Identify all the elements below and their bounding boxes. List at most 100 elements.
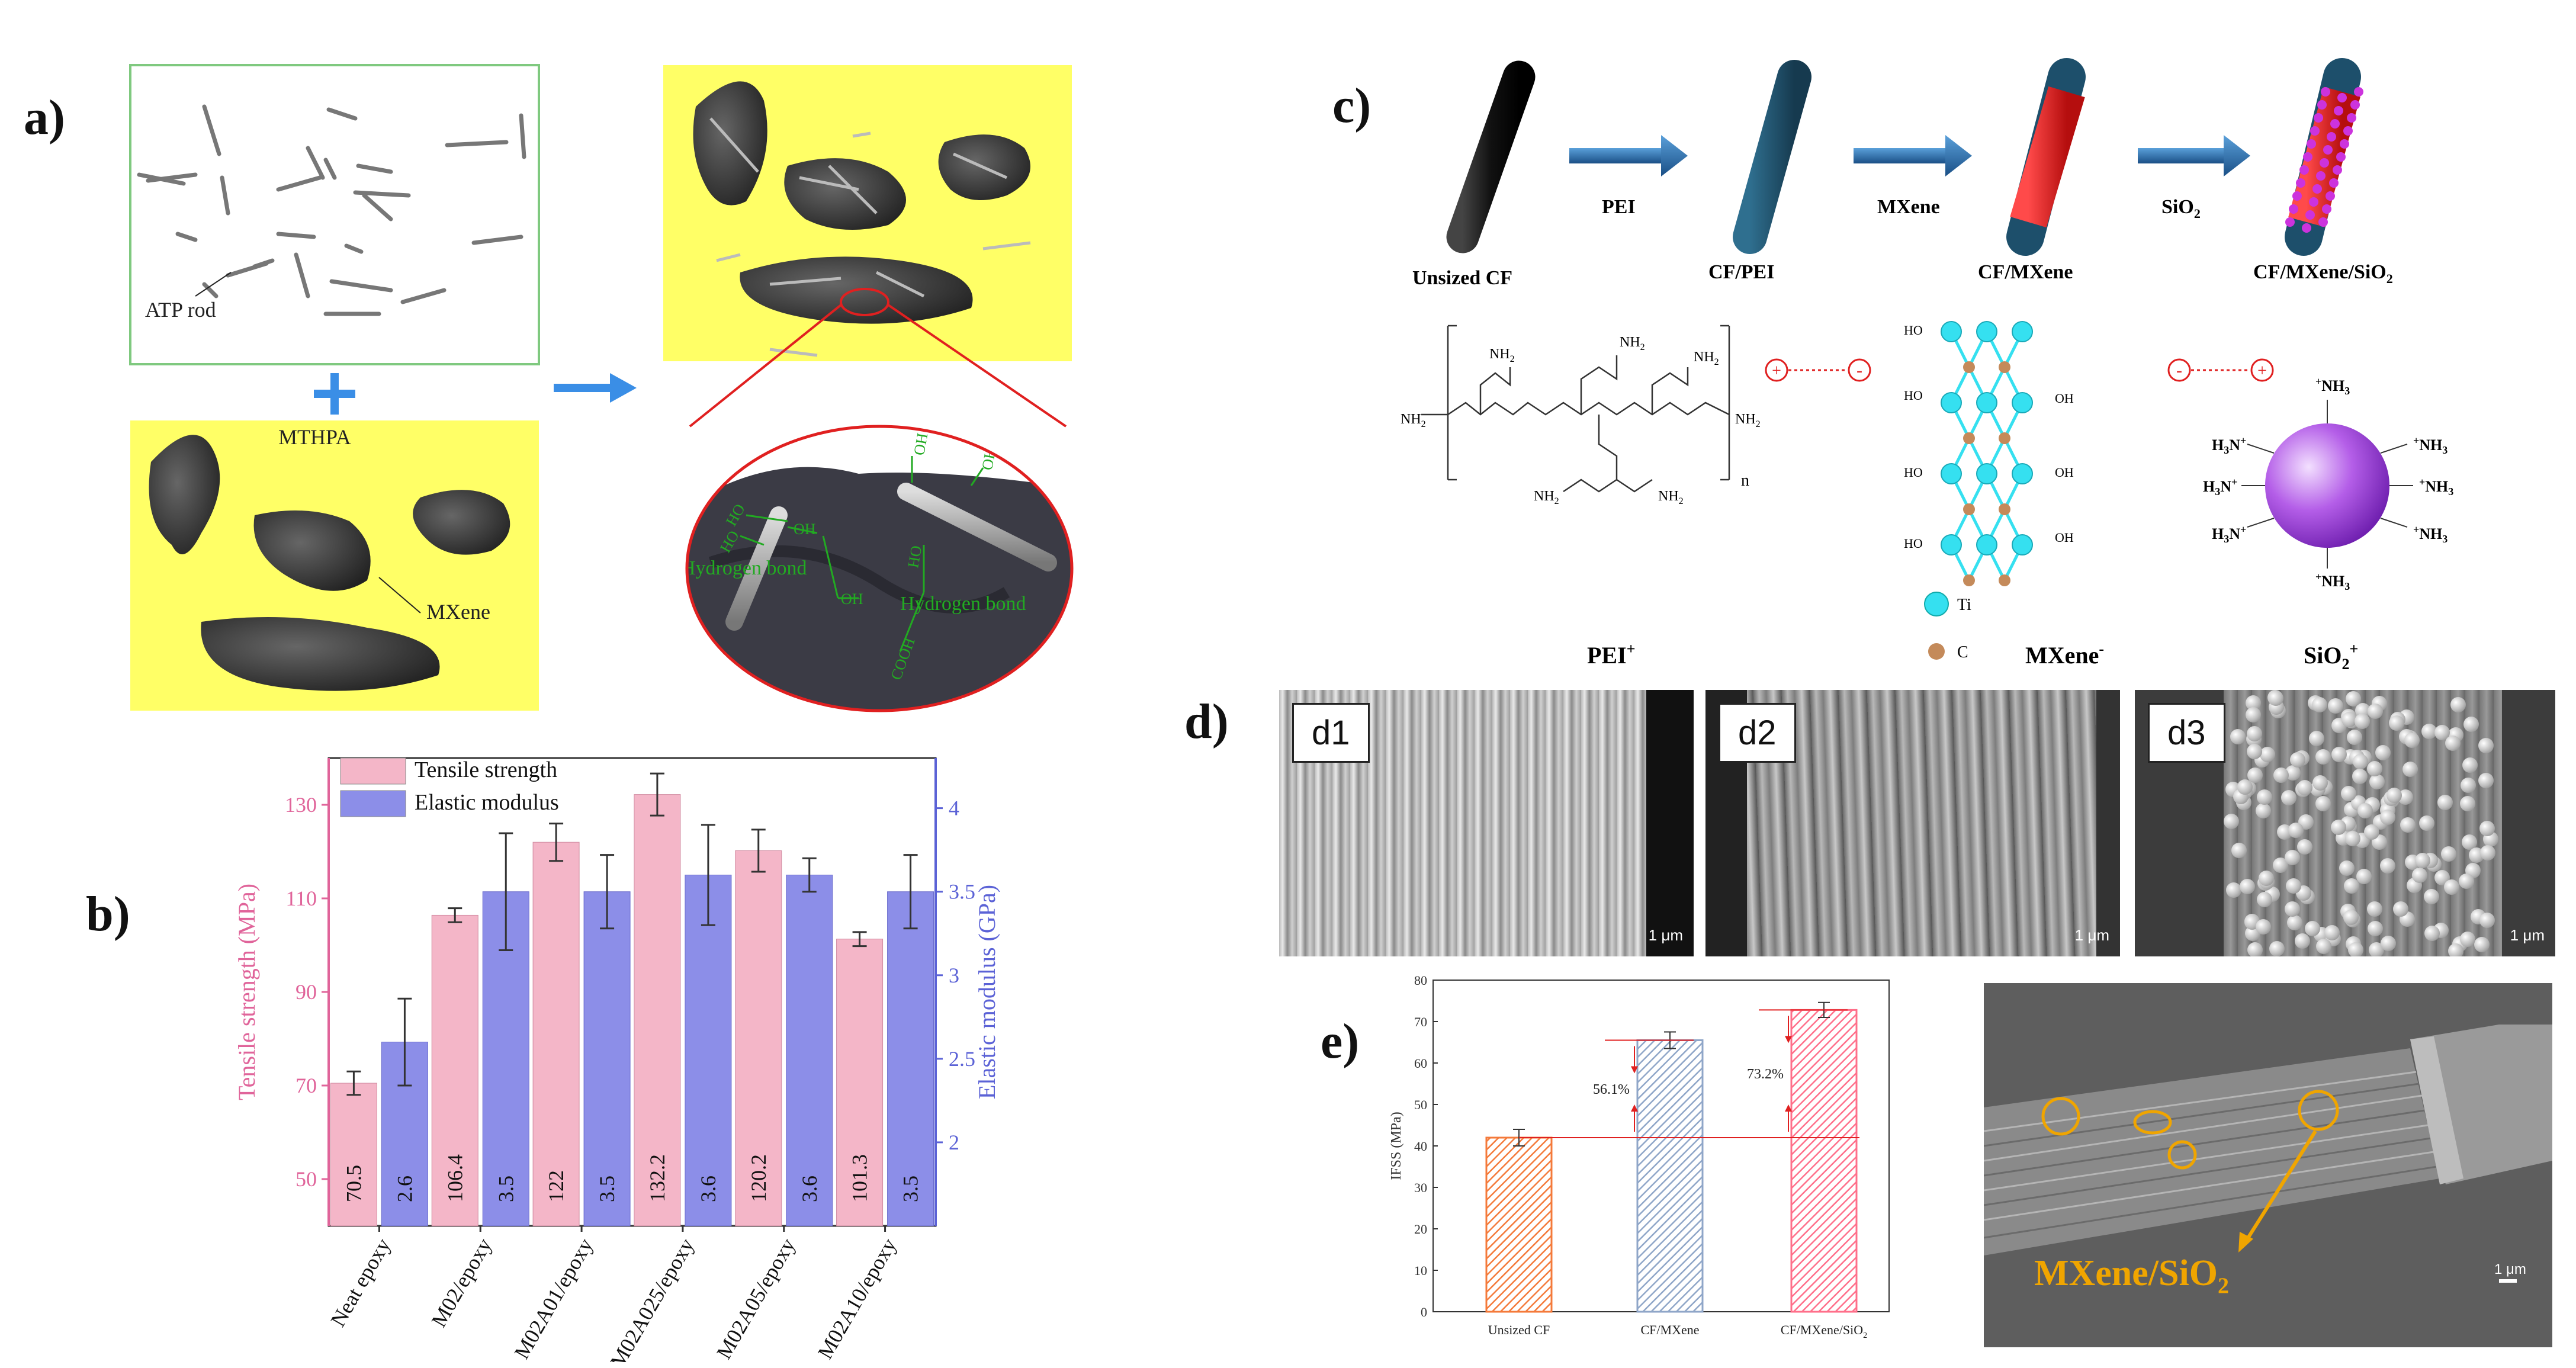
data-label-tensile: 122 bbox=[544, 1170, 568, 1202]
sio2-nanoparticle bbox=[2330, 820, 2346, 836]
bar-elastic-modulus bbox=[583, 891, 631, 1226]
sio2-sphere bbox=[2265, 423, 2389, 548]
panel-letter-c: c) bbox=[1332, 78, 1371, 133]
bar-tensile-strength bbox=[634, 794, 681, 1226]
increment-label: 73.2% bbox=[1747, 1067, 1784, 1082]
nh3-label: +NH3 bbox=[2413, 524, 2447, 545]
sio2-particle bbox=[2321, 87, 2330, 97]
sio2-nanoparticle bbox=[2331, 746, 2347, 762]
errorbar-tensile bbox=[650, 772, 664, 817]
sem-image-d2: d2 1 μm bbox=[1705, 690, 2120, 956]
sio2-nanoparticle bbox=[2440, 846, 2456, 862]
fiber-label-unsized: Unsized CF bbox=[1412, 267, 1512, 289]
data-label-tensile: 106.4 bbox=[443, 1154, 467, 1202]
bar-ifss bbox=[1485, 1136, 1553, 1313]
titanium-atom bbox=[2012, 463, 2033, 484]
sio2-nanoparticle bbox=[2259, 870, 2275, 886]
carbon-atom bbox=[1999, 361, 2010, 373]
sio2-nanoparticle bbox=[2225, 882, 2241, 898]
sio2-nanoparticle bbox=[2312, 775, 2328, 791]
tick-label-e: 10 bbox=[1414, 1263, 1427, 1278]
category-label-e: CF/MXene bbox=[1641, 1322, 1700, 1337]
tick-label-e: 80 bbox=[1414, 974, 1427, 988]
sio2-nanoparticle bbox=[2256, 803, 2272, 819]
titanium-atom bbox=[1941, 321, 1962, 342]
sio2-nanoparticle bbox=[2311, 696, 2327, 712]
sio2-particle bbox=[2320, 158, 2329, 168]
svg-text:-: - bbox=[1856, 361, 1862, 380]
sio2-nanoparticle bbox=[2412, 868, 2428, 884]
tick-label-left: 90 bbox=[295, 980, 317, 1004]
panel-letter-e: e) bbox=[1321, 1014, 1360, 1069]
data-label-modulus: 3.5 bbox=[899, 1176, 923, 1202]
legend-label: Elastic modulus bbox=[415, 790, 559, 815]
sio2-nanoparticle bbox=[2346, 691, 2362, 707]
svg-text:OH: OH bbox=[910, 432, 931, 457]
data-label-tensile: 70.5 bbox=[342, 1165, 365, 1202]
sio2-nanoparticle bbox=[2260, 747, 2276, 763]
sio2-nanoparticle bbox=[2224, 814, 2240, 830]
sio2-nanoparticle bbox=[2287, 915, 2303, 931]
bar-ifss bbox=[1636, 1039, 1704, 1313]
legend-c-icon bbox=[1928, 643, 1945, 660]
sio2-particle bbox=[2316, 171, 2326, 181]
bar-tensile-strength bbox=[735, 850, 782, 1226]
tick-label-left: 130 bbox=[285, 793, 317, 817]
sio2-nanoparticle bbox=[2462, 757, 2478, 773]
sio2-nanoparticle bbox=[2459, 874, 2475, 889]
label-pei-plus: PEI+ bbox=[1587, 640, 1636, 669]
carbon-atom bbox=[1999, 503, 2010, 515]
scale-d3: 1 μm bbox=[2510, 926, 2545, 944]
step-label-sio2: SiO2 bbox=[2161, 196, 2201, 221]
errorbar-tensile bbox=[549, 823, 564, 862]
sio2-nanoparticle bbox=[2450, 697, 2466, 713]
sio2-particle bbox=[2289, 204, 2298, 214]
sio2-nanoparticle bbox=[2347, 730, 2363, 746]
sio2-nanoparticle bbox=[2305, 921, 2321, 937]
mxene-lattice bbox=[1941, 321, 2033, 586]
fiber-cf-mxene bbox=[2006, 58, 2086, 256]
sio2-particle bbox=[2312, 184, 2322, 194]
category-label: M02A01/epoxy bbox=[509, 1234, 598, 1362]
pei-n: n bbox=[1741, 471, 1749, 490]
tick-label-e: 0 bbox=[1421, 1305, 1427, 1319]
data-label-tensile: 132.2 bbox=[645, 1154, 669, 1202]
legend-ti: Ti bbox=[1957, 596, 1971, 614]
increment-arrowhead bbox=[1631, 1066, 1638, 1074]
sio2-particle bbox=[2327, 132, 2336, 142]
legend-label: Tensile strength bbox=[415, 757, 557, 782]
sio2-nanoparticle bbox=[2379, 858, 2395, 874]
svg-text:OH: OH bbox=[2055, 530, 2074, 545]
scale-d1: 1 μm bbox=[1648, 926, 1683, 944]
sio2-particle bbox=[2354, 87, 2363, 97]
mxene-sheets-a bbox=[149, 435, 510, 691]
fiber-cf-pei bbox=[1733, 60, 1811, 254]
sio2-nanoparticle bbox=[2324, 924, 2340, 940]
sio2-nanoparticle bbox=[2479, 821, 2495, 837]
tick-label-e: 60 bbox=[1414, 1056, 1427, 1071]
sio2-nanoparticle bbox=[2297, 779, 2313, 795]
bar-ifss bbox=[1790, 1009, 1858, 1313]
sio2-nanoparticle bbox=[2289, 752, 2305, 768]
sio2-nanoparticle bbox=[2459, 795, 2475, 811]
sio2-nanoparticle bbox=[2256, 919, 2272, 935]
sio2-nanoparticle bbox=[2256, 789, 2272, 805]
pei-nh2-3: NH2 bbox=[1694, 349, 1719, 367]
sio2-nanoparticle bbox=[2380, 809, 2396, 825]
nh3-label: +NH3 bbox=[2315, 375, 2350, 397]
data-label-tensile: 101.3 bbox=[848, 1154, 872, 1202]
sio2-nanoparticle bbox=[2443, 879, 2459, 895]
nh3-label: +NH3 bbox=[2413, 435, 2447, 456]
magnified-view: HO HO OH OH OH OH HO COOH Hydrogen bond … bbox=[687, 426, 1072, 711]
svg-text:HO: HO bbox=[1904, 388, 1923, 403]
sio2-nanoparticle bbox=[2352, 768, 2368, 784]
titanium-atom bbox=[2012, 534, 2033, 555]
tick-label-e: 70 bbox=[1414, 1014, 1427, 1029]
errorbar-modulus bbox=[802, 857, 817, 893]
pei-structure bbox=[1421, 325, 1730, 493]
pei-nh2-6: NH2 bbox=[1401, 412, 1426, 429]
carbon-atom bbox=[1963, 361, 1975, 373]
errorbar-tensile bbox=[346, 1070, 361, 1096]
